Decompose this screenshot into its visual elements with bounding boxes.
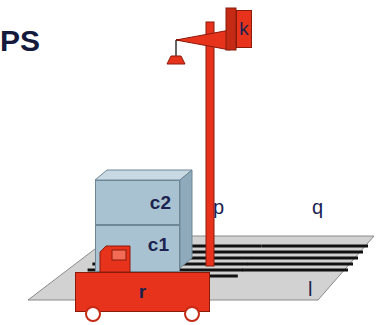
location-label: l	[308, 278, 312, 301]
node-label: c1	[148, 234, 169, 256]
robot-window	[112, 250, 126, 260]
crane-pole	[206, 22, 214, 266]
container-box: c2	[95, 180, 180, 225]
stripe	[257, 251, 363, 254]
crane-cable	[175, 40, 177, 56]
container-box: c1	[95, 225, 180, 272]
crane-gripper	[167, 56, 185, 64]
stripe	[247, 263, 353, 266]
robot-cab	[100, 246, 130, 272]
container-side	[180, 170, 192, 268]
node-label: r	[139, 281, 146, 303]
node-label: k	[239, 18, 249, 40]
node-label: c2	[150, 192, 171, 214]
stripe	[262, 245, 368, 248]
location-label: q	[312, 196, 323, 219]
robot-wheel	[86, 307, 100, 321]
crane-boom	[176, 30, 230, 50]
stripe	[242, 269, 348, 272]
crane-box: k	[236, 10, 252, 48]
robot-box: r	[75, 272, 210, 312]
page-title: PS	[0, 24, 40, 58]
crane-mast-head	[226, 8, 236, 50]
container-top	[95, 170, 192, 180]
location-label: p	[213, 196, 224, 219]
robot-wheel	[185, 307, 199, 321]
right-parking-stripes	[242, 246, 368, 270]
stripe	[252, 257, 358, 260]
